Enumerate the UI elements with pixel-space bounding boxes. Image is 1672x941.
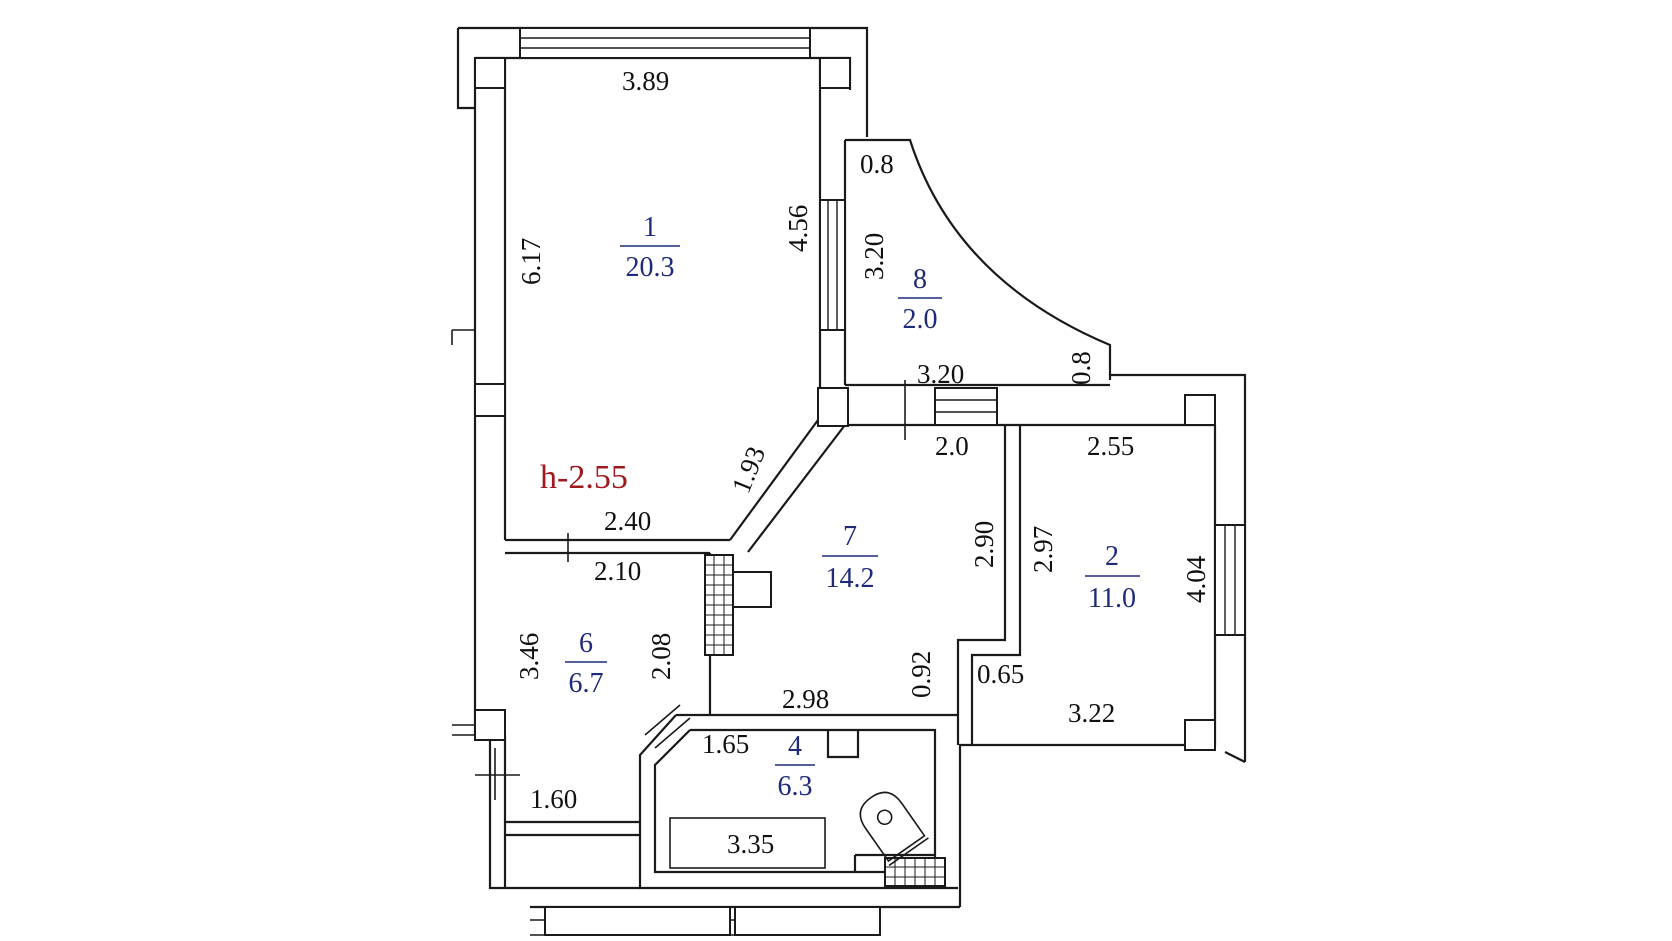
window-bottom-left <box>544 906 731 936</box>
windows <box>519 27 1246 936</box>
svg-text:2: 2 <box>1105 541 1119 572</box>
dim-room6-left: 3.46 <box>514 633 544 680</box>
dim-hall-top: 2.0 <box>935 431 969 461</box>
room-label-1: 1 20.3 <box>620 212 680 283</box>
column-room2-bottom <box>1184 719 1216 751</box>
room-label-4: 4 6.3 <box>775 731 815 802</box>
chimney-block <box>732 571 772 608</box>
dim-room2-top: 2.55 <box>1087 431 1134 461</box>
window-room2 <box>1214 524 1246 636</box>
svg-text:14.2: 14.2 <box>826 563 875 594</box>
dim-balcony-bottom: 3.20 <box>917 359 964 389</box>
dim-room1-left: 6.17 <box>516 238 546 285</box>
dim-room1-top: 3.89 <box>622 66 669 96</box>
svg-text:6: 6 <box>579 628 593 659</box>
dim-room2-left: 2.97 <box>1028 526 1058 573</box>
dim-hall-bottom: 2.98 <box>782 684 829 714</box>
dim-balcony-left: 3.20 <box>859 233 889 280</box>
column-top-right <box>819 57 851 89</box>
window-hall <box>934 387 998 426</box>
dim-room6-top: 2.10 <box>594 556 641 586</box>
ceiling-height: h-2.55 <box>540 459 628 496</box>
svg-text:8: 8 <box>913 264 927 295</box>
svg-text:1: 1 <box>643 212 657 243</box>
dim-room1-bottom: 2.40 <box>604 506 651 536</box>
svg-text:7: 7 <box>843 521 857 552</box>
room-label-2: 2 11.0 <box>1085 541 1140 614</box>
dim-hall-step: 0.92 <box>906 651 936 698</box>
column-left-middle <box>474 383 506 417</box>
column-top-left <box>474 57 506 89</box>
bath-niche <box>826 730 860 759</box>
room-label-7: 7 14.2 <box>822 521 878 594</box>
room-label-6: 6 6.7 <box>565 628 607 699</box>
door-marks <box>451 329 906 800</box>
vent-shafts <box>704 554 946 887</box>
dim-room2-bottom: 3.22 <box>1068 698 1115 728</box>
svg-text:6.3: 6.3 <box>778 771 813 802</box>
window-bottom-right <box>734 906 881 936</box>
svg-text:4: 4 <box>788 731 802 762</box>
dim-balcony-top: 0.8 <box>860 149 894 179</box>
dim-bathtub: 3.35 <box>727 829 774 859</box>
dim-room2-right: 4.04 <box>1181 555 1211 603</box>
column-room2-top <box>1184 394 1216 426</box>
dim-room1-right: 4.56 <box>783 205 813 252</box>
svg-text:2.0: 2.0 <box>903 304 938 335</box>
room-label-8: 8 2.0 <box>898 264 942 335</box>
dim-balcony-right: 0.8 <box>1066 351 1096 385</box>
column-hall <box>817 387 849 427</box>
room-labels: 1 20.3 8 2.0 7 14.2 2 11.0 6 6.7 4 6.3 <box>565 212 1140 802</box>
svg-text:6.7: 6.7 <box>569 668 604 699</box>
dim-room1-diagonal: 1.93 <box>726 442 772 497</box>
bathtub <box>669 817 826 869</box>
window-room1-top <box>519 27 811 59</box>
svg-text:11.0: 11.0 <box>1088 583 1136 614</box>
dim-room6-bottom: 1.60 <box>530 784 577 814</box>
dim-hall-right: 2.90 <box>969 521 999 568</box>
columns <box>474 57 1216 751</box>
column-left-lower <box>474 709 506 741</box>
shaft-corner <box>853 853 935 872</box>
dim-room6-right: 2.08 <box>646 633 676 680</box>
dimension-labels: 3.89 6.17 4.56 2.40 1.93 0.8 3.20 3.20 0… <box>514 66 1211 859</box>
dim-bath-top: 1.65 <box>702 729 749 759</box>
window-balcony <box>819 199 846 331</box>
dim-room2-step: 0.65 <box>977 659 1024 689</box>
bath-fixtures <box>669 730 935 872</box>
svg-text:20.3: 20.3 <box>626 252 675 283</box>
toilet-icon <box>859 791 929 867</box>
